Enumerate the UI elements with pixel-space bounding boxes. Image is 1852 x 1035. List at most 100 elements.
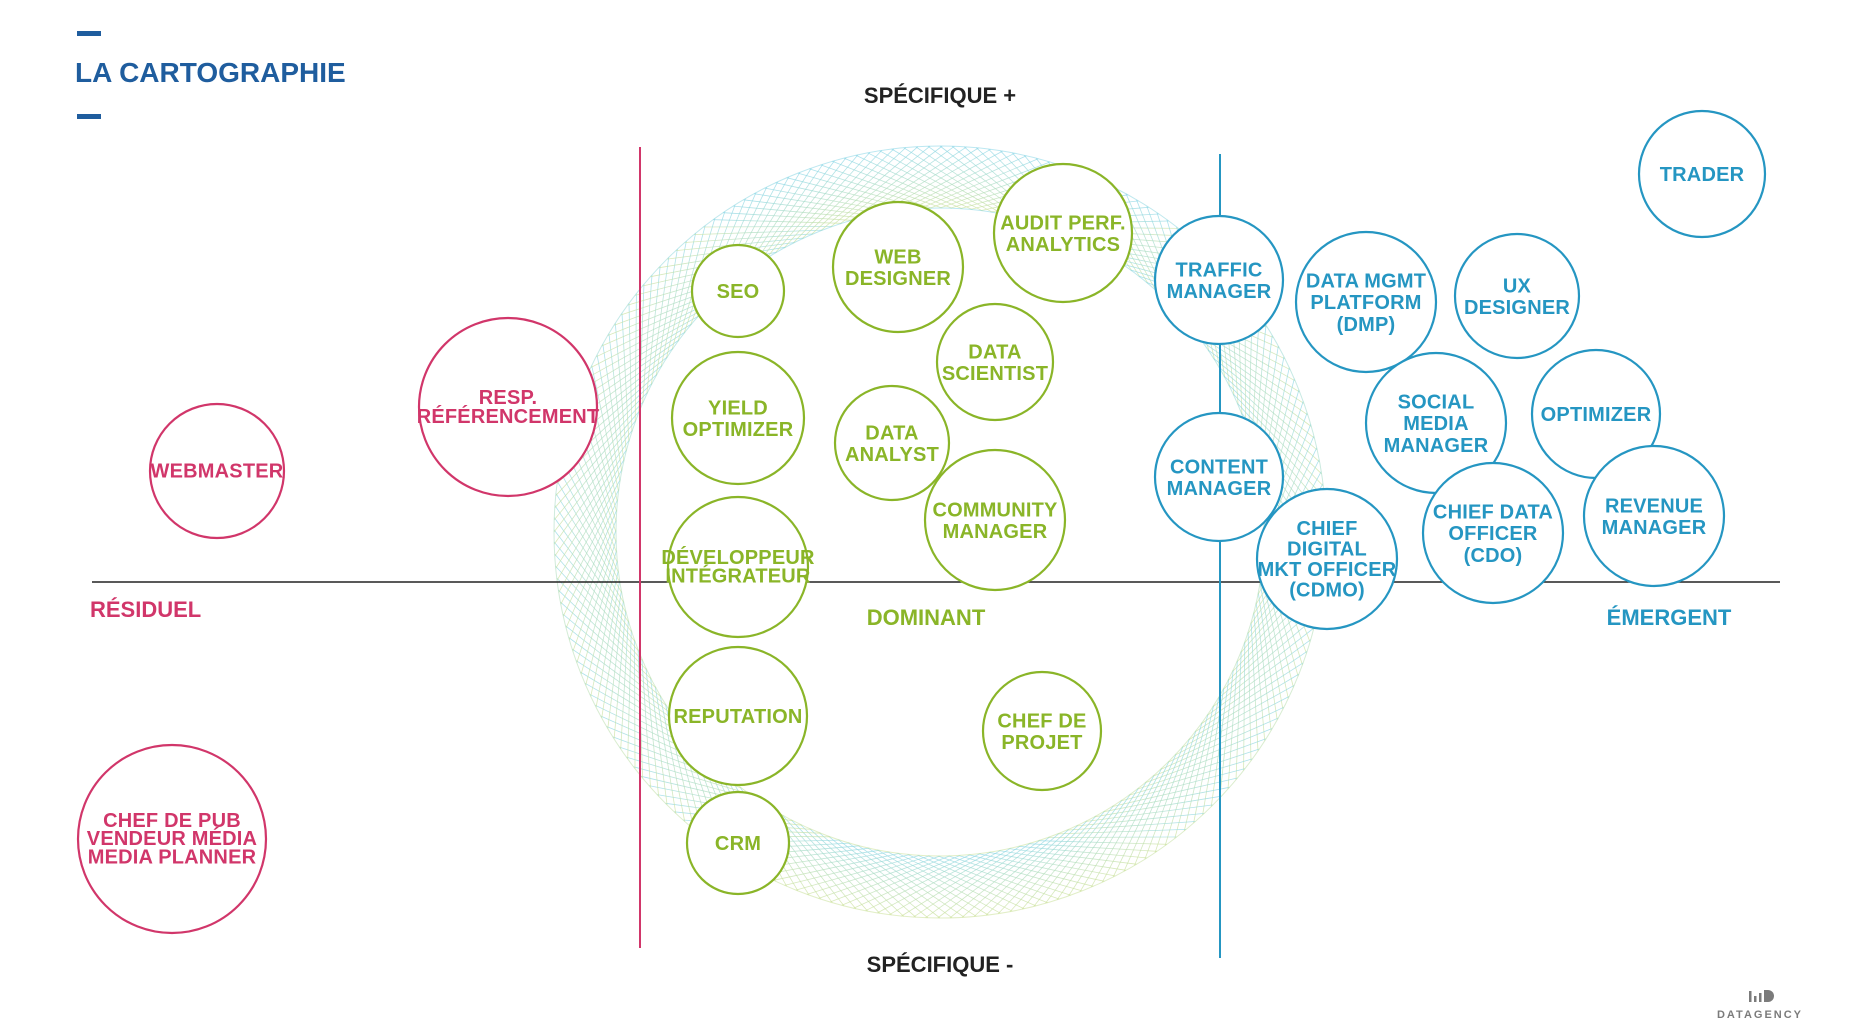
role-label-line: OFFICER: [1448, 523, 1538, 545]
role-reputation: REPUTATION: [667, 645, 809, 787]
ring-strand: [608, 333, 625, 462]
ring-strand: [757, 160, 835, 265]
ring-strand: [1194, 662, 1304, 733]
ring-strand: [829, 855, 951, 903]
ring-strand: [601, 590, 622, 719]
ring-strand: [628, 303, 633, 432]
role-label-line: MANAGER: [1167, 478, 1272, 500]
role-circle: [1294, 230, 1438, 374]
role-audit-perf: AUDIT PERF.ANALYTICS: [992, 162, 1134, 304]
ring-strand: [1207, 349, 1312, 427]
ring-strand: [857, 844, 965, 918]
ring-strand: [1250, 622, 1259, 751]
ring-strand: [1045, 799, 1123, 904]
ring-strand: [554, 449, 628, 557]
role-label-line: DIGITAL: [1287, 539, 1367, 561]
ring-strand: [958, 855, 1083, 892]
ring-strand: [1123, 753, 1177, 872]
ring-strand: [553, 517, 630, 623]
role-optimizer: OPTIMIZER: [1530, 348, 1662, 480]
ring-strand: [568, 519, 617, 640]
ring-strand: [949, 836, 1051, 919]
ring-strand: [1068, 787, 1139, 897]
ring-strand: [948, 855, 1071, 896]
role-seo: SEO: [690, 243, 786, 339]
ring-strand: [1218, 366, 1318, 451]
role-circle: [685, 790, 791, 896]
role-circle: [923, 448, 1067, 592]
ring-strand: [555, 401, 644, 496]
ring-strand: [753, 193, 882, 214]
ring-strand: [553, 429, 633, 533]
role-webmaster: WEBMASTER: [148, 402, 286, 540]
ring-strand: [1120, 768, 1246, 802]
role-circle: [417, 316, 599, 498]
role-circle: [1582, 444, 1726, 588]
ring-strand: [773, 853, 900, 881]
ring-strand: [1174, 696, 1290, 756]
ring-strand: [614, 323, 627, 452]
ring-strand: [671, 225, 706, 351]
role-circle: [148, 402, 286, 540]
ring-strand: [795, 855, 920, 891]
ring-strand: [1188, 673, 1300, 741]
ring-strand: [929, 161, 1051, 209]
ring-strand: [818, 855, 941, 899]
ring-strand: [613, 610, 627, 739]
role-circle: [992, 162, 1134, 304]
ring-strand: [555, 459, 625, 569]
role-label-line: MKT OFFICER: [1258, 559, 1397, 581]
ring-strand: [1047, 836, 1177, 838]
ring-strand: [913, 845, 1021, 918]
ring-strand: [585, 560, 618, 686]
ring-strand: [837, 839, 941, 919]
role-label-line: DATA: [968, 341, 1021, 363]
ring-strand: [843, 157, 963, 210]
ring-strand: [1033, 805, 1114, 907]
ring-strand: [1193, 696, 1220, 824]
ring-strand: [988, 851, 1116, 877]
ring-strand: [877, 849, 989, 916]
ring-strand: [828, 835, 929, 919]
ring-strand: [590, 308, 706, 368]
ring-strand: [554, 553, 640, 652]
ring-strand: [666, 233, 697, 359]
ring-strand: [654, 686, 677, 814]
ring-strand: [968, 854, 1094, 887]
ring-strand: [1008, 848, 1137, 865]
ring-strand: [1243, 641, 1246, 771]
ring-strand: [889, 849, 1001, 916]
ring-strand: [1174, 713, 1209, 839]
ring-strand: [576, 540, 617, 663]
ring-strand: [774, 154, 859, 254]
ring-strand: [879, 150, 993, 213]
ring-strand: [790, 819, 880, 914]
ring-strand: [855, 154, 973, 210]
role-label-line: REVENUE: [1605, 495, 1703, 517]
ring-strand: [621, 313, 630, 442]
role-label-line: REPUTATION: [673, 706, 802, 728]
role-label-line: DESIGNER: [845, 268, 951, 290]
ring-strand: [595, 580, 621, 708]
role-circle: [1637, 109, 1767, 239]
role-circle: [666, 495, 810, 639]
ring-strand: [887, 851, 1001, 914]
ring-strand: [998, 850, 1127, 871]
role-label-line: RESP.: [479, 387, 537, 409]
role-circle: [670, 350, 806, 486]
ring-strand: [553, 529, 633, 633]
ring-strand: [907, 854, 1025, 910]
ring-strand: [571, 648, 679, 723]
ring-strand: [684, 233, 814, 243]
ring-strand: [591, 365, 619, 492]
ring-strand: [1038, 840, 1167, 845]
ring-strand: [800, 824, 892, 916]
role-label-line: CHEF DE PUB: [103, 810, 241, 832]
